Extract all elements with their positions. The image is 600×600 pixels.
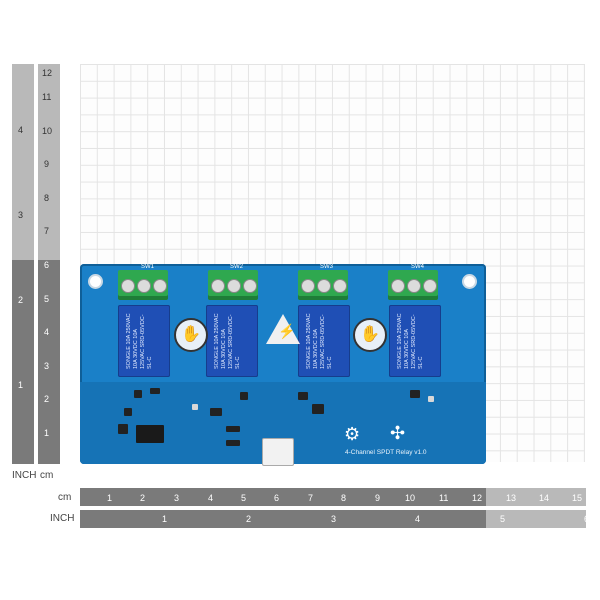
bottom-cm-tick: 14 [539, 493, 550, 503]
smd-component [210, 408, 222, 416]
bottom-cm-tick: 12 [472, 493, 483, 503]
relay: SONGLE 10A 250VAC 10A 30VDC 10A 125VAC S… [118, 305, 170, 377]
screw-terminal [298, 270, 348, 300]
bottom-cm-unit: cm [58, 492, 72, 503]
lightning-icon: ⚡ [278, 323, 296, 339]
relay-marking: SONGLE 10A 250VAC 10A 30VDC 10A 125VAC S… [126, 313, 153, 369]
bottom-cm-tick: 4 [208, 493, 214, 503]
screw [243, 279, 257, 293]
screw [301, 279, 315, 293]
bottom-cm-ruler [80, 488, 486, 506]
left-cm-tick: 5 [44, 294, 50, 304]
left-cm-tick: 3 [44, 361, 50, 371]
board-title: 4-Channel SPDT Relay v1.0 [345, 449, 427, 456]
smd-component [410, 390, 420, 398]
bottom-inch-tick: 6 [584, 514, 590, 524]
gear-logo-icon: ⚙ [344, 424, 361, 444]
bottom-inch-tick: 2 [246, 514, 252, 524]
screw [121, 279, 135, 293]
switch-label: SW4 [411, 264, 425, 270]
bottom-cm-tick: 13 [506, 493, 517, 503]
screw-terminal [388, 270, 438, 300]
screw-terminal [118, 270, 168, 300]
smd-component [226, 440, 240, 446]
network-logo-icon: ✣ [390, 423, 406, 443]
bottom-cm-tick: 5 [241, 493, 247, 503]
grove-connector [262, 438, 294, 466]
left-cm-tick: 11 [42, 92, 52, 102]
switch-label: SW1 [141, 264, 155, 270]
relay-marking: SONGLE 10A 250VAC 10A 30VDC 10A 125VAC S… [397, 313, 424, 369]
bottom-inch-ruler [80, 510, 486, 528]
screw [211, 279, 225, 293]
smd-component [150, 388, 160, 394]
mount-hole-left [88, 274, 103, 289]
switch-label: SW2 [230, 264, 244, 270]
hand-warning-icon: ✋ [353, 318, 387, 352]
left-inch-ruler-top [38, 64, 60, 260]
bottom-cm-tick: 2 [140, 493, 146, 503]
screw-terminal [208, 270, 258, 300]
smd-component [118, 424, 128, 434]
bottom-cm-tick: 9 [375, 493, 381, 503]
left-cm-tick: 9 [44, 159, 50, 169]
smd-component [226, 426, 240, 432]
screw [333, 279, 347, 293]
bottom-cm-ruler-right [486, 488, 586, 506]
bottom-inch-unit: INCH [50, 513, 75, 524]
left-inch-unit: INCH [12, 470, 37, 481]
bottom-inch-tick: 5 [500, 514, 506, 524]
left-cm-tick: 2 [44, 394, 50, 404]
bottom-cm-tick: 8 [341, 493, 347, 503]
relay-marking: SONGLE 10A 250VAC 10A 30VDC 10A 125VAC S… [306, 313, 333, 369]
smd-component [298, 392, 308, 400]
bottom-inch-tick: 4 [415, 514, 421, 524]
bottom-cm-tick: 6 [274, 493, 280, 503]
smd-component [192, 404, 198, 410]
bottom-cm-tick: 3 [174, 493, 180, 503]
left-cm-tick: 7 [44, 226, 50, 236]
screw [423, 279, 437, 293]
smd-component [134, 390, 142, 398]
left-inch-tick: 1 [18, 380, 24, 390]
left-cm-tick: 1 [44, 428, 50, 438]
left-cm-tick: 6 [44, 260, 50, 270]
smd-component [312, 404, 324, 414]
bottom-cm-tick: 7 [308, 493, 314, 503]
screw [407, 279, 421, 293]
left-inch-tick: 2 [18, 295, 24, 305]
bottom-inch-ruler-right [486, 510, 586, 528]
left-inch-tick: 3 [18, 210, 24, 220]
screw [153, 279, 167, 293]
left-inch-tick: 4 [18, 125, 24, 135]
left-cm-unit: cm [40, 470, 54, 481]
screw [317, 279, 331, 293]
left-cm-tick: 4 [44, 327, 50, 337]
smd-component [428, 396, 434, 402]
bottom-cm-tick: 1 [107, 493, 113, 503]
screw [391, 279, 405, 293]
left-cm-tick: 10 [42, 126, 53, 136]
bottom-cm-tick: 11 [439, 493, 449, 503]
smd-component [240, 392, 248, 400]
screw [227, 279, 241, 293]
left-cm-ruler-top [12, 64, 34, 260]
relay: SONGLE 10A 250VAC 10A 30VDC 10A 125VAC S… [206, 305, 258, 377]
left-cm-tick: 8 [44, 193, 50, 203]
smd-component [124, 408, 132, 416]
mount-hole-right [462, 274, 477, 289]
relay: SONGLE 10A 250VAC 10A 30VDC 10A 125VAC S… [298, 305, 350, 377]
bottom-inch-tick: 3 [331, 514, 337, 524]
switch-label: SW3 [320, 264, 334, 270]
hand-warning-icon: ✋ [174, 318, 208, 352]
relay-marking: SONGLE 10A 250VAC 10A 30VDC 10A 125VAC S… [214, 313, 241, 369]
left-cm-tick: 12 [42, 68, 53, 78]
bottom-cm-tick: 10 [405, 493, 416, 503]
high-voltage-icon [266, 314, 300, 344]
relay: SONGLE 10A 250VAC 10A 30VDC 10A 125VAC S… [389, 305, 441, 377]
screw [137, 279, 151, 293]
bottom-inch-tick: 1 [162, 514, 168, 524]
bottom-cm-tick: 15 [572, 493, 583, 503]
ic-chip [136, 425, 164, 443]
